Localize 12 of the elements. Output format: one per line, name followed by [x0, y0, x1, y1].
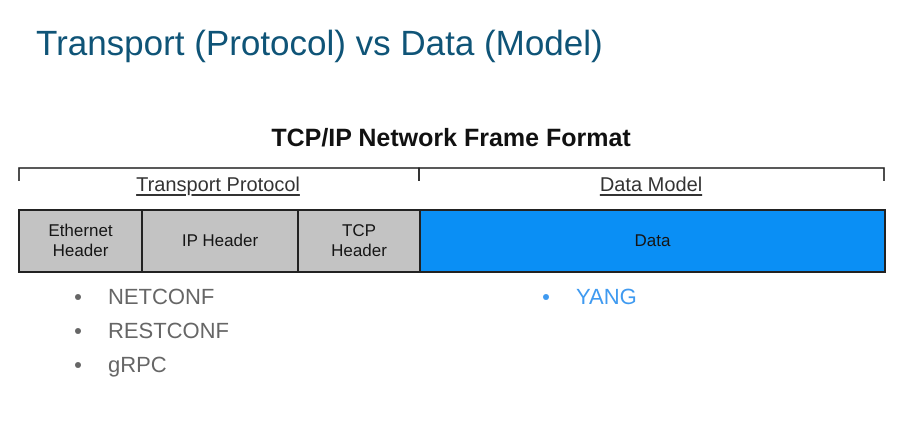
bullet-item: gRPC	[72, 352, 167, 378]
bullet-item: YANG	[540, 284, 637, 310]
bullet-item: RESTCONF	[72, 318, 229, 344]
section-label: Data Model	[600, 173, 702, 197]
bullet-item: NETCONF	[72, 284, 214, 310]
slide-title: Transport (Protocol) vs Data (Model)	[36, 24, 603, 64]
header-segment: TCP Header	[297, 209, 421, 273]
data-segment: Data	[419, 209, 886, 273]
section-label: Transport Protocol	[136, 173, 300, 197]
diagram-heading: TCP/IP Network Frame Format	[271, 123, 631, 153]
header-segment: IP Header	[141, 209, 299, 273]
header-segment: Ethernet Header	[18, 209, 143, 273]
